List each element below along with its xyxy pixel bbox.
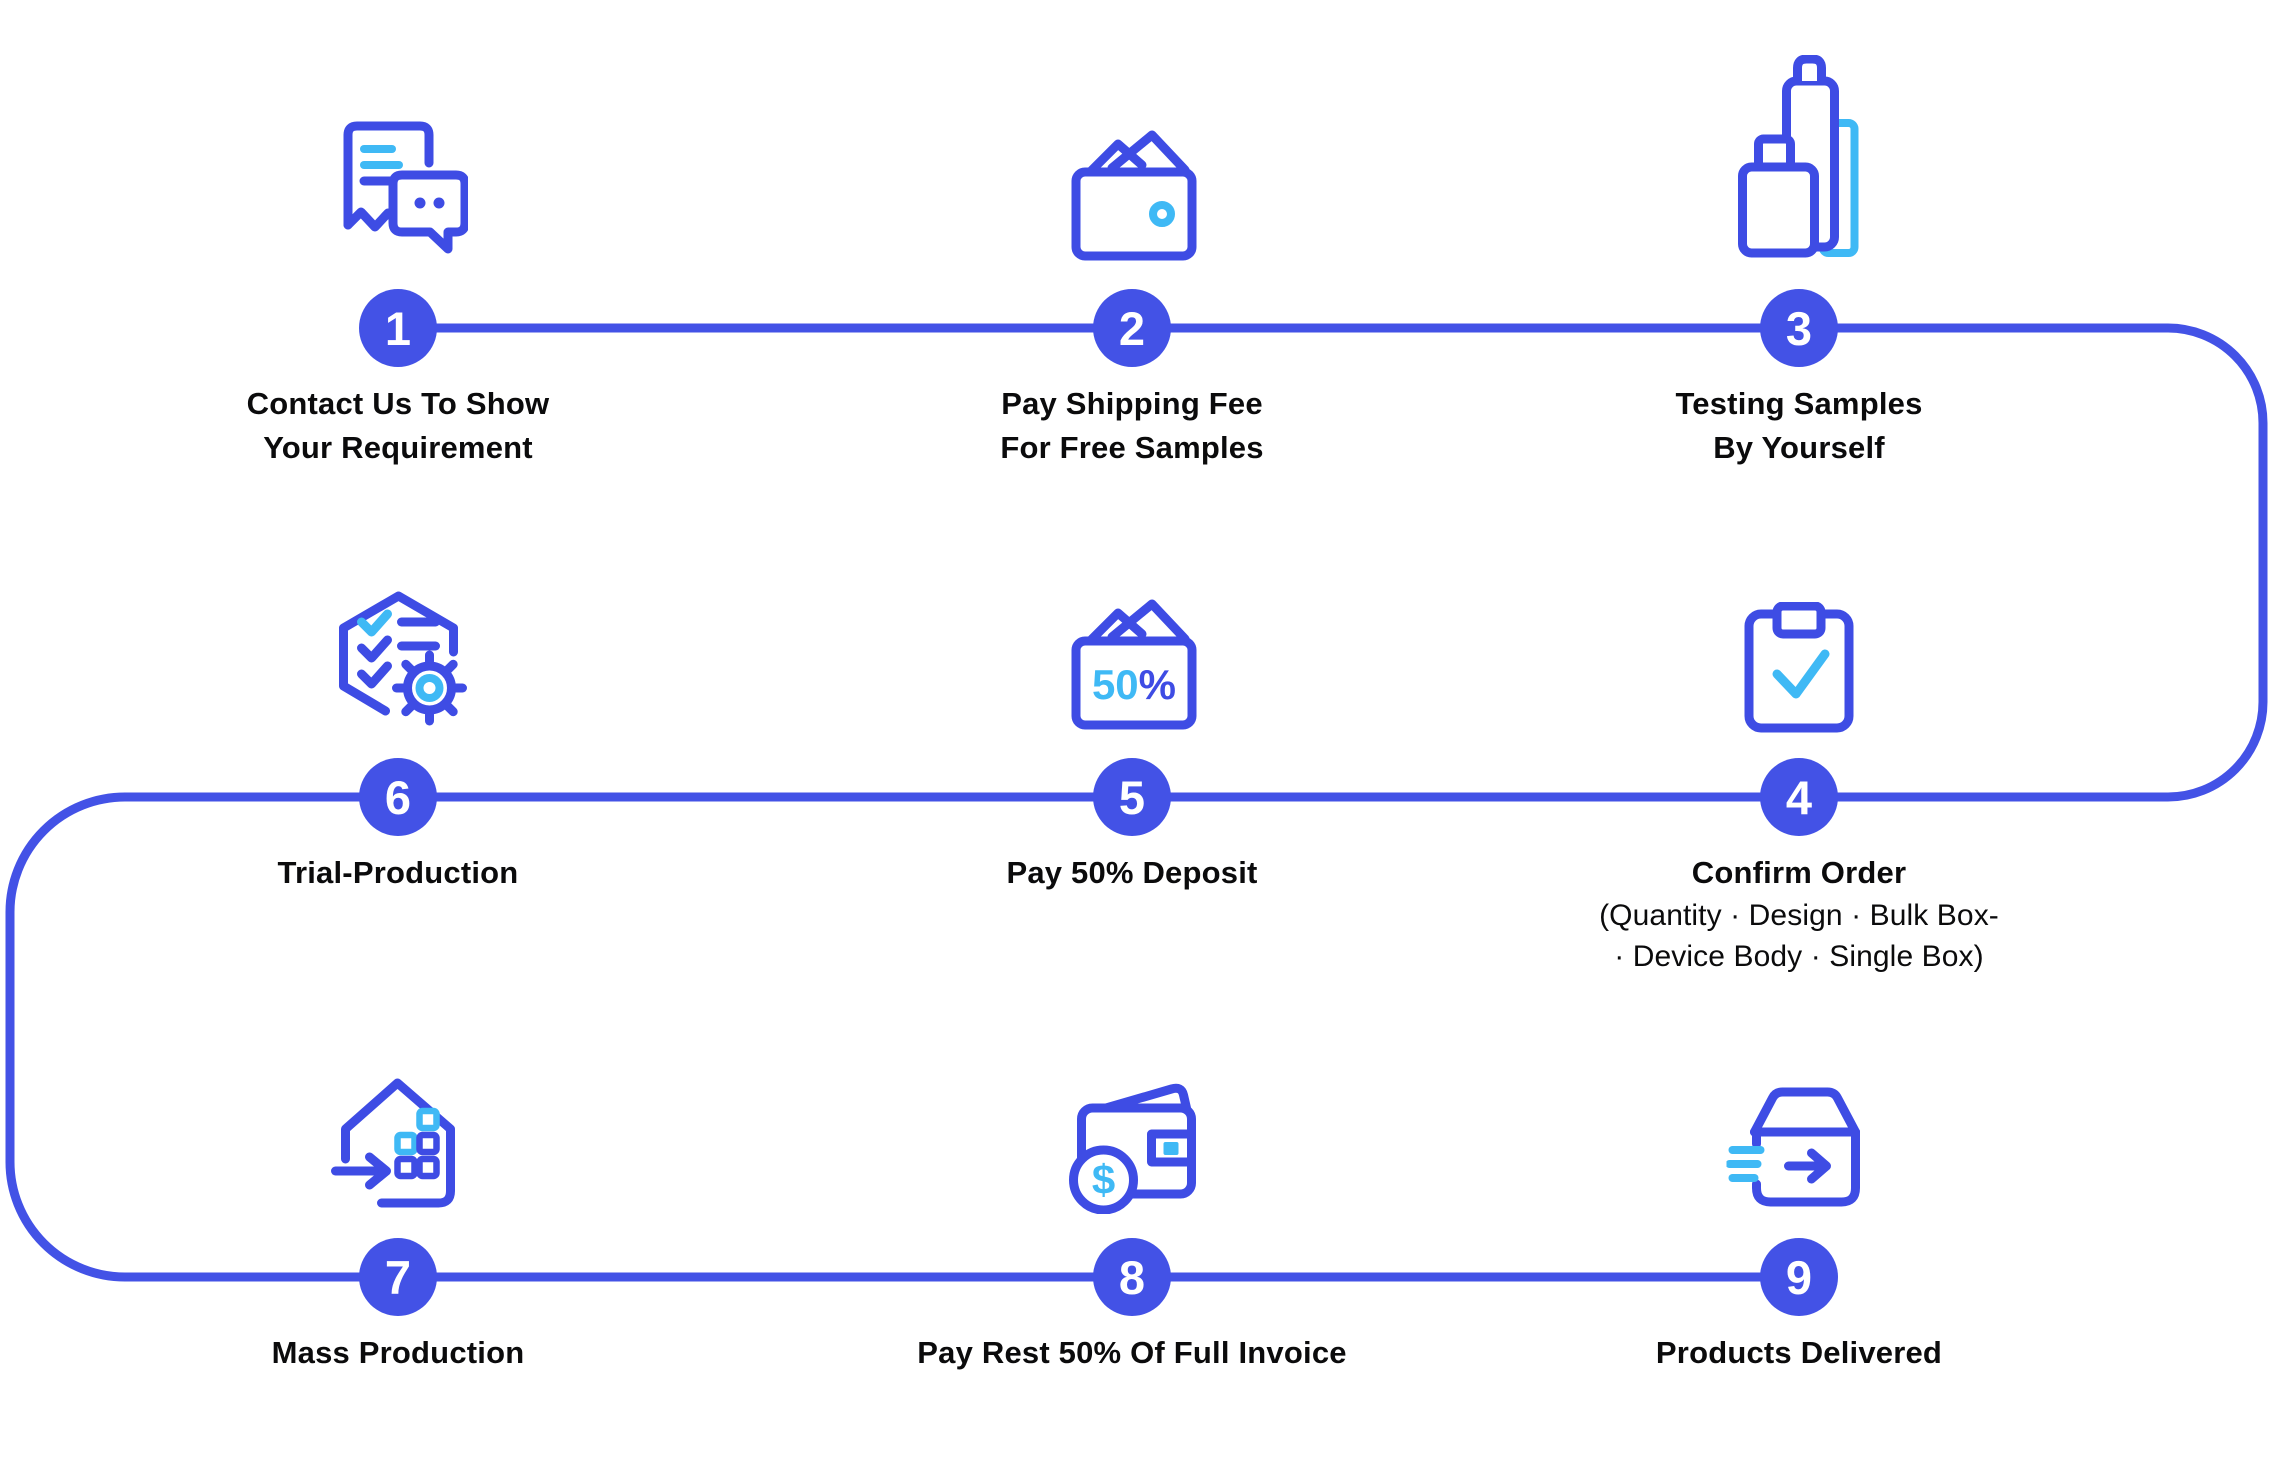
step-label-line: By Yourself <box>1713 430 1885 465</box>
step-number: 7 <box>384 1250 412 1304</box>
step-label-line: Pay Rest 50% Of Full Invoice <box>917 1335 1347 1370</box>
step-label-line: Your Requirement <box>263 430 533 465</box>
step-sublabel-line: (Quantity · Design · Bulk Box- <box>1599 899 1999 932</box>
step-number: 4 <box>1785 770 1813 824</box>
step-number-badge: 7 <box>359 1238 437 1316</box>
step-number-badge: 9 <box>1760 1238 1838 1316</box>
step-number-badge: 5 <box>1093 758 1171 836</box>
step-number-badge: 6 <box>359 758 437 836</box>
step-label: Pay Shipping Fee For Free Samples <box>762 382 1502 470</box>
step-label: Pay Rest 50% Of Full Invoice <box>762 1331 1502 1375</box>
checklist-gear-icon <box>326 584 471 739</box>
package-delivery-icon <box>1725 1074 1872 1219</box>
wallet-50-unit: % <box>1139 661 1176 708</box>
svg-text:50%: 50% <box>1092 661 1176 708</box>
step-label: Contact Us To Show Your Requirement <box>28 382 768 470</box>
step-label: Confirm Order (Quantity · Design · Bulk … <box>1429 851 2169 977</box>
document-chat-icon <box>328 113 470 270</box>
step-number: 3 <box>1785 301 1813 355</box>
step-label: Testing Samples By Yourself <box>1429 382 2169 470</box>
step-number-badge: 8 <box>1093 1238 1171 1316</box>
wallet-50-icon: 50% <box>1062 589 1202 739</box>
step-label: Products Delivered <box>1429 1331 2169 1375</box>
step-number: 9 <box>1785 1250 1813 1304</box>
mass-production-icon <box>326 1069 471 1219</box>
step-label-line: Pay Shipping Fee <box>1001 386 1263 421</box>
step-label-line: Mass Production <box>271 1335 525 1370</box>
step-number-badge: 3 <box>1760 289 1838 367</box>
vape-devices-icon <box>1737 54 1862 270</box>
wallet-bills-icon <box>1062 120 1202 270</box>
wallet-50-value: 50 <box>1092 661 1139 708</box>
step-label: Mass Production <box>28 1331 768 1375</box>
step-label-line: Trial-Production <box>277 855 519 890</box>
step-number: 8 <box>1118 1250 1146 1304</box>
step-number-badge: 2 <box>1093 289 1171 367</box>
step-label-line: For Free Samples <box>1000 430 1264 465</box>
step-label-line: Confirm Order <box>1691 855 1907 890</box>
step-number: 6 <box>384 770 412 824</box>
step-label-line: Testing Samples <box>1675 386 1923 421</box>
coin-dollar-symbol: $ <box>1092 1156 1115 1203</box>
step-label: Pay 50% Deposit <box>762 851 1502 895</box>
step-label-line: Contact Us To Show <box>246 386 550 421</box>
step-label-line: Products Delivered <box>1655 1335 1943 1370</box>
clipboard-check-icon <box>1743 601 1855 739</box>
step-label: Trial-Production <box>28 851 768 895</box>
step-number: 2 <box>1118 301 1146 355</box>
step-number-badge: 4 <box>1760 758 1838 836</box>
step-sublabel-line: · Device Body · Single Box) <box>1614 940 1984 973</box>
wallet-coin-icon: $ <box>1060 1074 1205 1219</box>
step-number-badge: 1 <box>359 289 437 367</box>
step-label-line: Pay 50% Deposit <box>1006 855 1258 890</box>
step-number: 1 <box>384 301 412 355</box>
step-number: 5 <box>1118 770 1146 824</box>
